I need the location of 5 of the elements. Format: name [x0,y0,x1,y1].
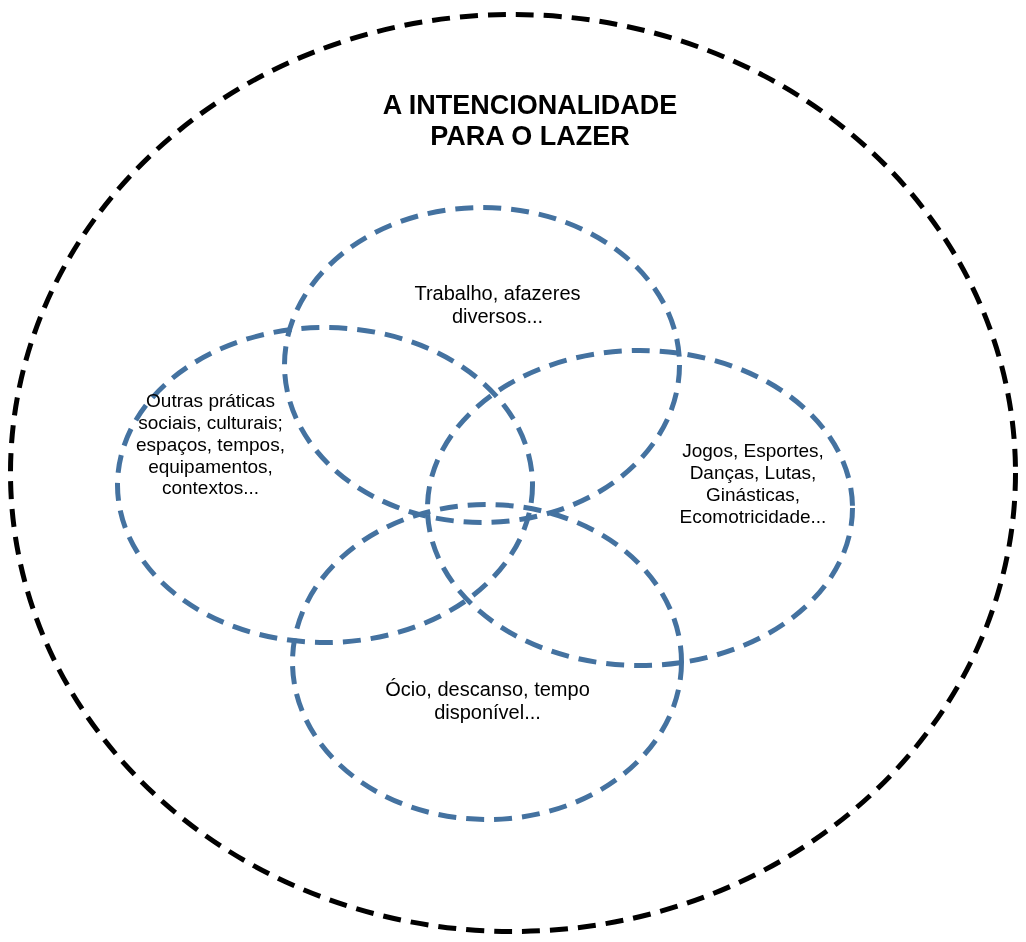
ellipse-heading: A INTENCIONALIDADE PARA O LAZER [381,90,679,153]
ellipse-label: Jogos, Esportes, Danças, Lutas, Ginásticas, Ecomotricidade... [678,440,828,528]
ellipse-label: Ócio, descanso, tempo disponível... [384,678,591,724]
ellipse-label: Outras práticas sociais, culturais; espaços, tempos, equipamentos, contextos... [135,390,286,500]
ellipse-label: Trabalho, afazeres diversos... [413,282,582,328]
